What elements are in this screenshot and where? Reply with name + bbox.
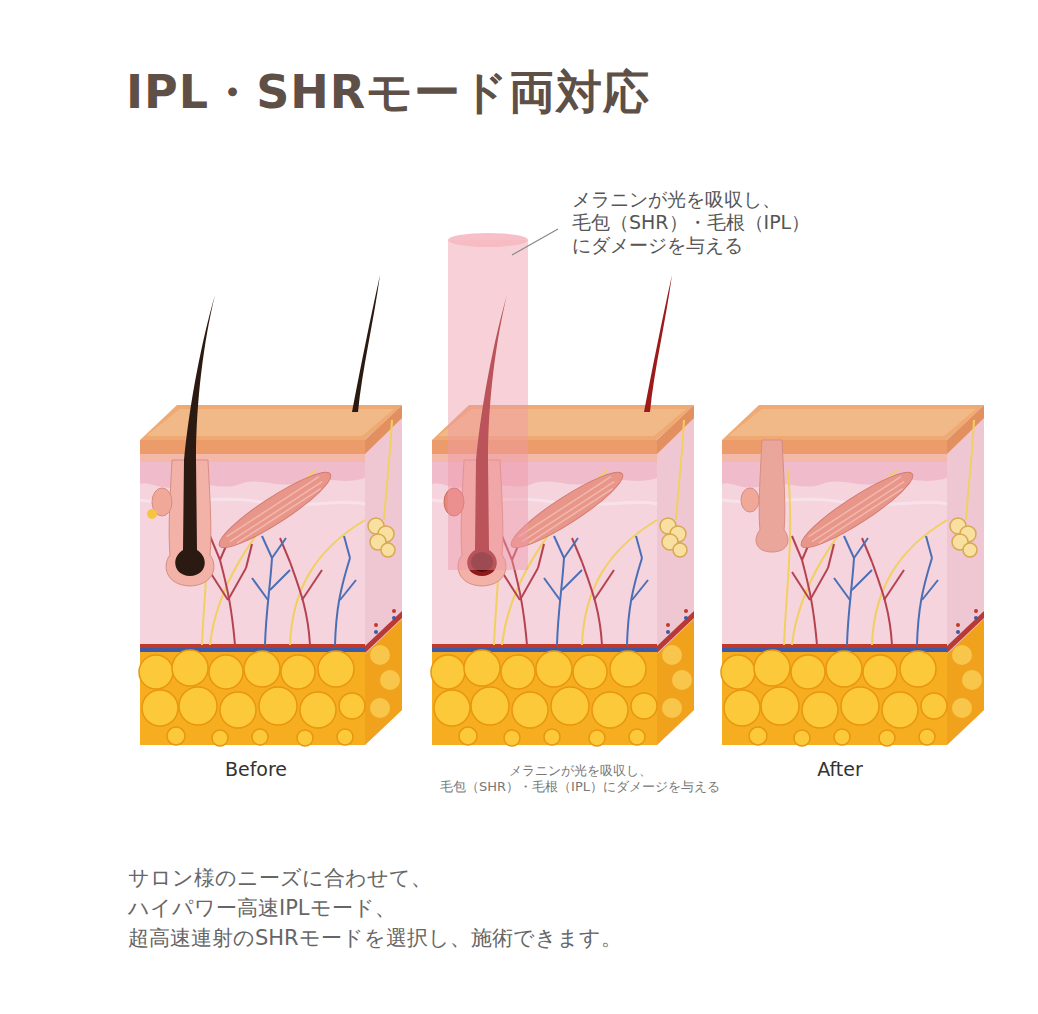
skin-before-part — [147, 509, 157, 519]
leader-line — [512, 229, 558, 255]
page-title: IPL・SHRモード両対応 — [126, 62, 650, 124]
skin-before — [139, 275, 402, 746]
body-text: サロン様のニーズに合わせて、 ハイパワー高速IPLモード、 超高速連射のSHRモ… — [128, 864, 888, 953]
skin-irradiated — [431, 233, 694, 746]
skin-after — [721, 405, 984, 746]
stage-caption: メラニンが光を吸収し、 毛包（SHR）・毛根（IPL）にダメージを与える — [360, 763, 800, 796]
skin-before-part — [352, 275, 380, 412]
skin-irradiated-part — [644, 275, 672, 412]
skin-before-part — [175, 295, 215, 576]
callout-text: メラニンが光を吸収し、 毛包（SHR）・毛根（IPL） にダメージを与える — [566, 186, 908, 258]
skin-irradiated-part — [448, 233, 528, 247]
skin-after-part — [741, 488, 759, 512]
skin-after-part — [756, 440, 788, 552]
skin-irradiated-part — [448, 240, 528, 570]
skin-before-part — [139, 405, 402, 746]
stage-label: Before — [196, 758, 316, 780]
stage-label: After — [780, 758, 900, 780]
skin-after-part — [721, 405, 984, 746]
